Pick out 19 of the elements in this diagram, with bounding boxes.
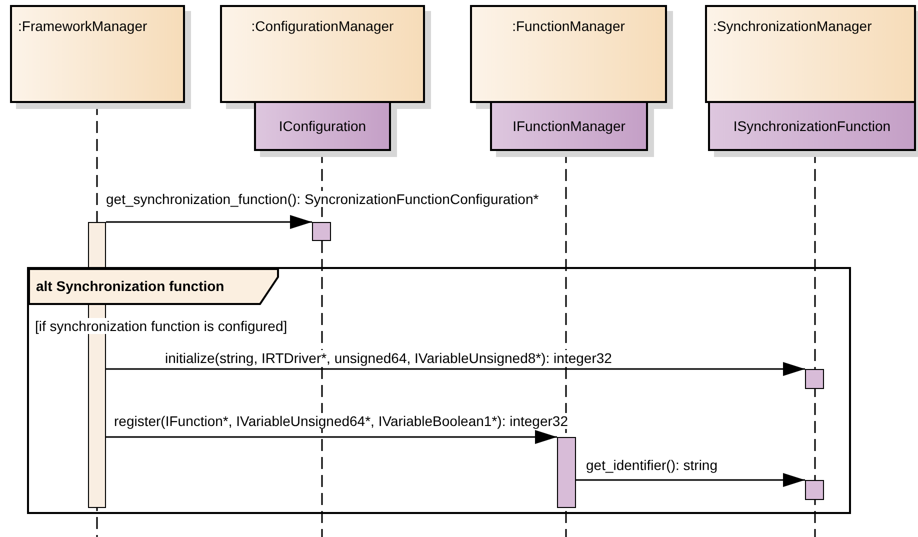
message-arrow [106,362,805,376]
activation-bar [805,480,824,500]
message-label: initialize(string, IRTDriver*, unsigned64, IVariableUnsigned8*): integer32 [165,350,612,366]
lifeline-name: :ConfigurationManager [250,18,395,34]
lifeline-name: :FrameworkManager [18,18,148,34]
activation-bar [805,369,824,389]
lifeline-name: :SynchronizationManager [713,18,873,34]
message-label: get_identifier(): string [586,457,718,473]
message-arrow [576,473,805,487]
activation-bar [312,222,331,241]
lifeline-name: :FunctionManager [511,18,626,34]
fragment-label: alt Synchronization function [29,269,280,306]
guard-condition: [if synchronization function is configured] [35,318,288,334]
message-arrow [106,215,312,229]
message-label: register(IFunction*, IVariableUnsigned64*, IVariableBoolean1*): integer32 [114,413,568,429]
message-label: get_synchronization_function(): SyncronizationFunctionConfiguration* [106,191,539,207]
combined-fragment [27,267,851,514]
message-arrow [106,430,557,444]
activation-bar [557,437,576,508]
